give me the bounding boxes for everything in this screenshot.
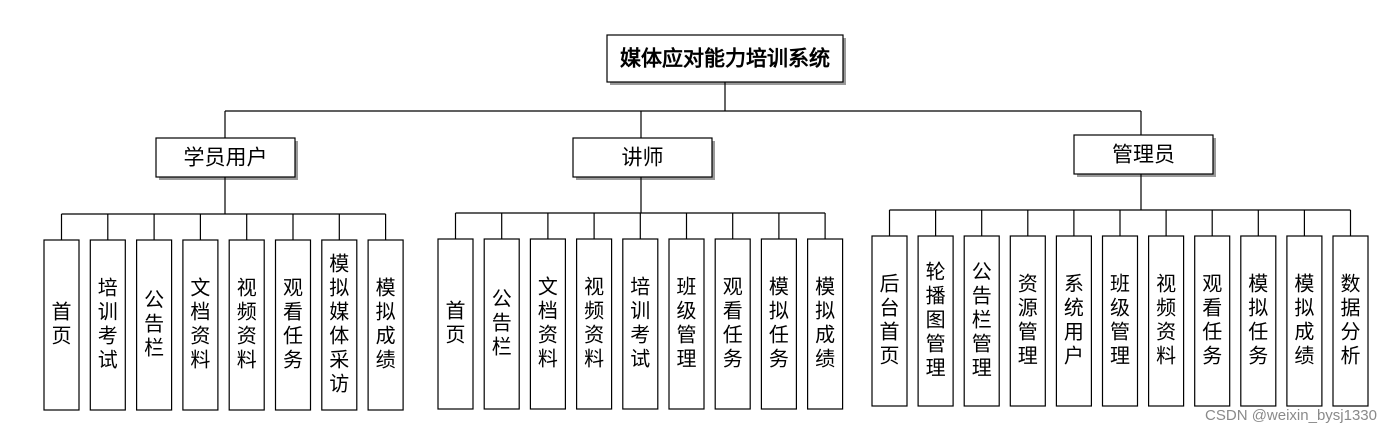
child-node-0-3 — [182, 239, 219, 411]
child-label-2-10: 数据分析 — [1341, 272, 1361, 368]
child-node-2-1 — [917, 235, 954, 407]
child-node-0-7 — [367, 239, 404, 411]
watermark: CSDN @weixin_bysj1330 — [1205, 407, 1377, 424]
child-node-1-2 — [529, 238, 567, 410]
child-node-1-7 — [760, 238, 798, 410]
child-node-2-9 — [1286, 235, 1323, 407]
child-node-1-1 — [483, 238, 520, 410]
root-label: 媒体应对能力培训系统 — [620, 47, 830, 71]
child-node-2-4 — [1055, 235, 1093, 407]
child-label-1-3: 视频资料 — [584, 275, 604, 371]
child-label-2-6: 视频资料 — [1156, 272, 1176, 368]
role-label-2: 管理员 — [1112, 143, 1175, 167]
child-label-0-7: 模拟成绩 — [376, 276, 396, 372]
role-label-0: 学员用户 — [184, 146, 268, 170]
child-label-2-1: 轮播图管理 — [926, 260, 946, 380]
child-label-0-4: 视频资料 — [237, 276, 257, 372]
child-label-1-1: 公告栏 — [492, 287, 512, 359]
child-node-1-8 — [806, 238, 844, 410]
root-node — [606, 34, 844, 83]
child-label-1-8: 模拟成绩 — [815, 275, 835, 371]
child-label-2-7: 观看任务 — [1202, 272, 1222, 368]
child-node-2-10 — [1332, 235, 1369, 407]
child-node-1-3 — [575, 238, 613, 410]
child-node-1-5 — [668, 238, 705, 410]
child-node-0-5 — [274, 239, 312, 411]
child-node-0-0 — [43, 239, 80, 411]
child-label-2-4: 系统用户 — [1064, 272, 1084, 368]
child-label-2-9: 模拟成绩 — [1294, 272, 1314, 368]
role-label-1: 讲师 — [622, 146, 664, 170]
child-label-1-0: 首页 — [446, 299, 466, 347]
child-label-2-3: 资源管理 — [1018, 272, 1038, 368]
child-label-0-6: 模拟媒体采访 — [329, 252, 349, 396]
child-label-0-5: 观看任务 — [283, 276, 303, 372]
child-node-2-3 — [1009, 235, 1046, 407]
child-node-0-6 — [321, 239, 358, 411]
child-label-1-7: 模拟任务 — [769, 275, 789, 371]
child-label-0-1: 培训考试 — [98, 276, 118, 372]
child-node-0-1 — [89, 239, 126, 411]
child-label-0-3: 文档资料 — [190, 276, 210, 372]
child-label-1-6: 观看任务 — [723, 275, 743, 371]
child-node-2-2 — [963, 235, 1000, 407]
child-node-2-7 — [1194, 235, 1231, 407]
child-label-1-5: 班级管理 — [677, 275, 697, 371]
child-node-0-4 — [228, 239, 265, 411]
child-label-2-5: 班级管理 — [1110, 272, 1130, 368]
child-label-1-4: 培训考试 — [630, 275, 650, 371]
child-label-2-2: 公告栏管理 — [972, 260, 992, 380]
role-node-2 — [1073, 134, 1214, 175]
child-node-0-2 — [136, 239, 173, 411]
child-label-1-2: 文档资料 — [538, 275, 558, 371]
child-node-2-6 — [1147, 235, 1185, 407]
child-node-1-4 — [622, 238, 659, 410]
role-node-1 — [572, 137, 713, 178]
child-node-2-8 — [1240, 235, 1277, 407]
child-label-0-2: 公告栏 — [144, 288, 164, 360]
child-label-2-8: 模拟任务 — [1248, 272, 1268, 368]
child-label-2-0: 后台首页 — [880, 272, 900, 368]
child-node-1-0 — [437, 238, 474, 410]
child-node-2-5 — [1101, 235, 1139, 407]
child-node-1-6 — [714, 238, 751, 410]
child-label-0-0: 首页 — [52, 300, 72, 348]
child-node-2-0 — [871, 235, 908, 407]
